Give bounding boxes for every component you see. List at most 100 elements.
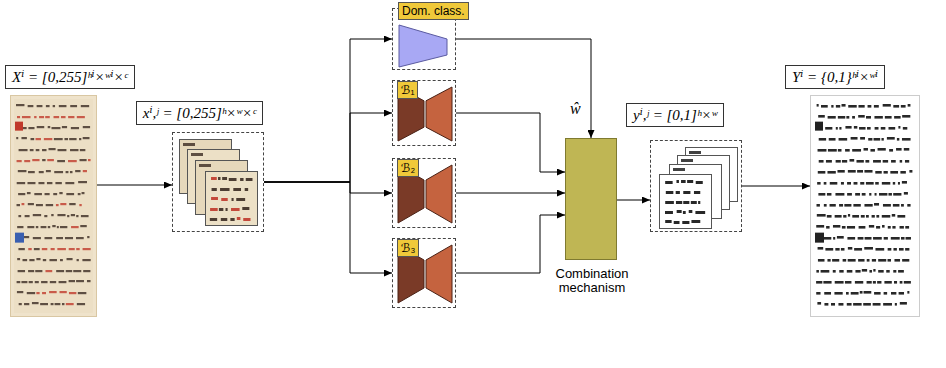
script-stroke: [886, 270, 889, 273]
script-stroke: [24, 160, 30, 162]
script-stroke: [56, 204, 59, 206]
script-stroke: [818, 259, 825, 262]
script-stroke: [888, 226, 891, 229]
script-stroke: [218, 177, 220, 180]
script-stroke: [27, 182, 35, 184]
script-stroke: [816, 225, 824, 228]
script-stroke: [28, 270, 34, 272]
script-stroke: [229, 178, 237, 181]
script-stroke: [42, 159, 45, 161]
script-stroke: [83, 137, 90, 139]
script-stroke: [818, 115, 825, 118]
script-stroke: [905, 160, 909, 163]
script-stroke: [66, 193, 74, 195]
script-stroke: [69, 248, 75, 250]
script-stroke: [827, 193, 832, 196]
script-stroke: [841, 182, 844, 185]
model-tag: ℬ₃: [397, 239, 419, 257]
script-stroke: [828, 149, 837, 152]
script-stroke: [853, 204, 860, 207]
script-stroke: [245, 188, 248, 191]
script-stroke: [665, 211, 673, 214]
script-stroke: [45, 193, 50, 195]
script-stroke: [868, 138, 872, 141]
script-stroke: [24, 303, 29, 305]
script-stroke: [34, 248, 40, 250]
script-stroke: [834, 292, 842, 295]
script-stroke: [833, 225, 840, 228]
script-stroke: [853, 303, 862, 306]
script-stroke: [900, 281, 903, 284]
script-stroke: [882, 182, 890, 185]
script-stroke: [183, 143, 195, 146]
script-stroke: [17, 226, 23, 228]
page-sheet: [811, 96, 920, 317]
script-stroke: [867, 259, 870, 262]
arrow-connector: [456, 113, 565, 172]
script-stroke: [221, 218, 227, 221]
script-stroke: [869, 193, 871, 196]
script-stroke: [858, 115, 865, 118]
script-stroke: [76, 280, 84, 282]
edge-label-holder: ŵ: [568, 100, 583, 118]
script-stroke: [848, 214, 850, 217]
script-stroke: [891, 292, 896, 295]
script-stroke: [819, 138, 826, 141]
script-stroke: [81, 105, 89, 107]
script-stroke: [29, 281, 33, 283]
script-stroke: [831, 303, 835, 306]
script-stroke: [827, 215, 832, 218]
script-stroke: [883, 204, 891, 207]
script-stroke: [883, 104, 891, 107]
script-stroke: [60, 203, 66, 205]
script-stroke: [838, 149, 842, 152]
patchIn-illustration: [173, 133, 265, 233]
decoder-shape: [426, 245, 452, 303]
script-stroke: [817, 104, 819, 107]
script-stroke: [883, 160, 888, 163]
script-stroke: [858, 259, 864, 262]
script-stroke: [902, 115, 910, 118]
script-stroke: [864, 247, 873, 250]
script-stroke: [69, 280, 75, 282]
script-stroke: [27, 192, 31, 194]
script-stroke: [819, 160, 824, 163]
script-stroke: [75, 170, 80, 172]
script-stroke: [33, 214, 41, 216]
script-stroke: [898, 182, 900, 185]
script-stroke: [873, 160, 881, 163]
script-stroke: [845, 126, 851, 129]
script-stroke: [893, 270, 896, 273]
script-stroke: [51, 248, 55, 250]
script-stroke: [872, 215, 875, 218]
script-stroke: [878, 148, 886, 151]
arrow-connector: [264, 182, 392, 273]
script-stroke: [18, 270, 25, 272]
script-stroke: [666, 191, 674, 194]
script-stroke: [817, 182, 820, 185]
script-stroke: [890, 171, 898, 174]
script-stroke: [48, 126, 51, 128]
script-stroke: [54, 116, 60, 118]
script-stroke: [904, 281, 911, 284]
script-stroke: [817, 302, 821, 305]
script-stroke: [897, 215, 905, 218]
script-stroke: [211, 177, 217, 180]
script-stroke: [875, 171, 881, 174]
script-stroke: [36, 258, 40, 260]
script-stroke: [46, 105, 50, 107]
script-stroke: [243, 218, 250, 221]
script-stroke: [816, 281, 822, 284]
script-stroke: [73, 270, 81, 272]
script-stroke: [835, 281, 844, 284]
script-stroke: [31, 138, 35, 140]
script-stroke: [847, 237, 855, 240]
script-stroke: [45, 116, 50, 118]
script-stroke: [210, 218, 217, 221]
script-stroke: [901, 237, 905, 240]
script-stroke: [69, 203, 75, 205]
script-stroke: [691, 201, 697, 204]
script-stroke: [866, 182, 874, 185]
arrow-connector: [456, 39, 591, 138]
